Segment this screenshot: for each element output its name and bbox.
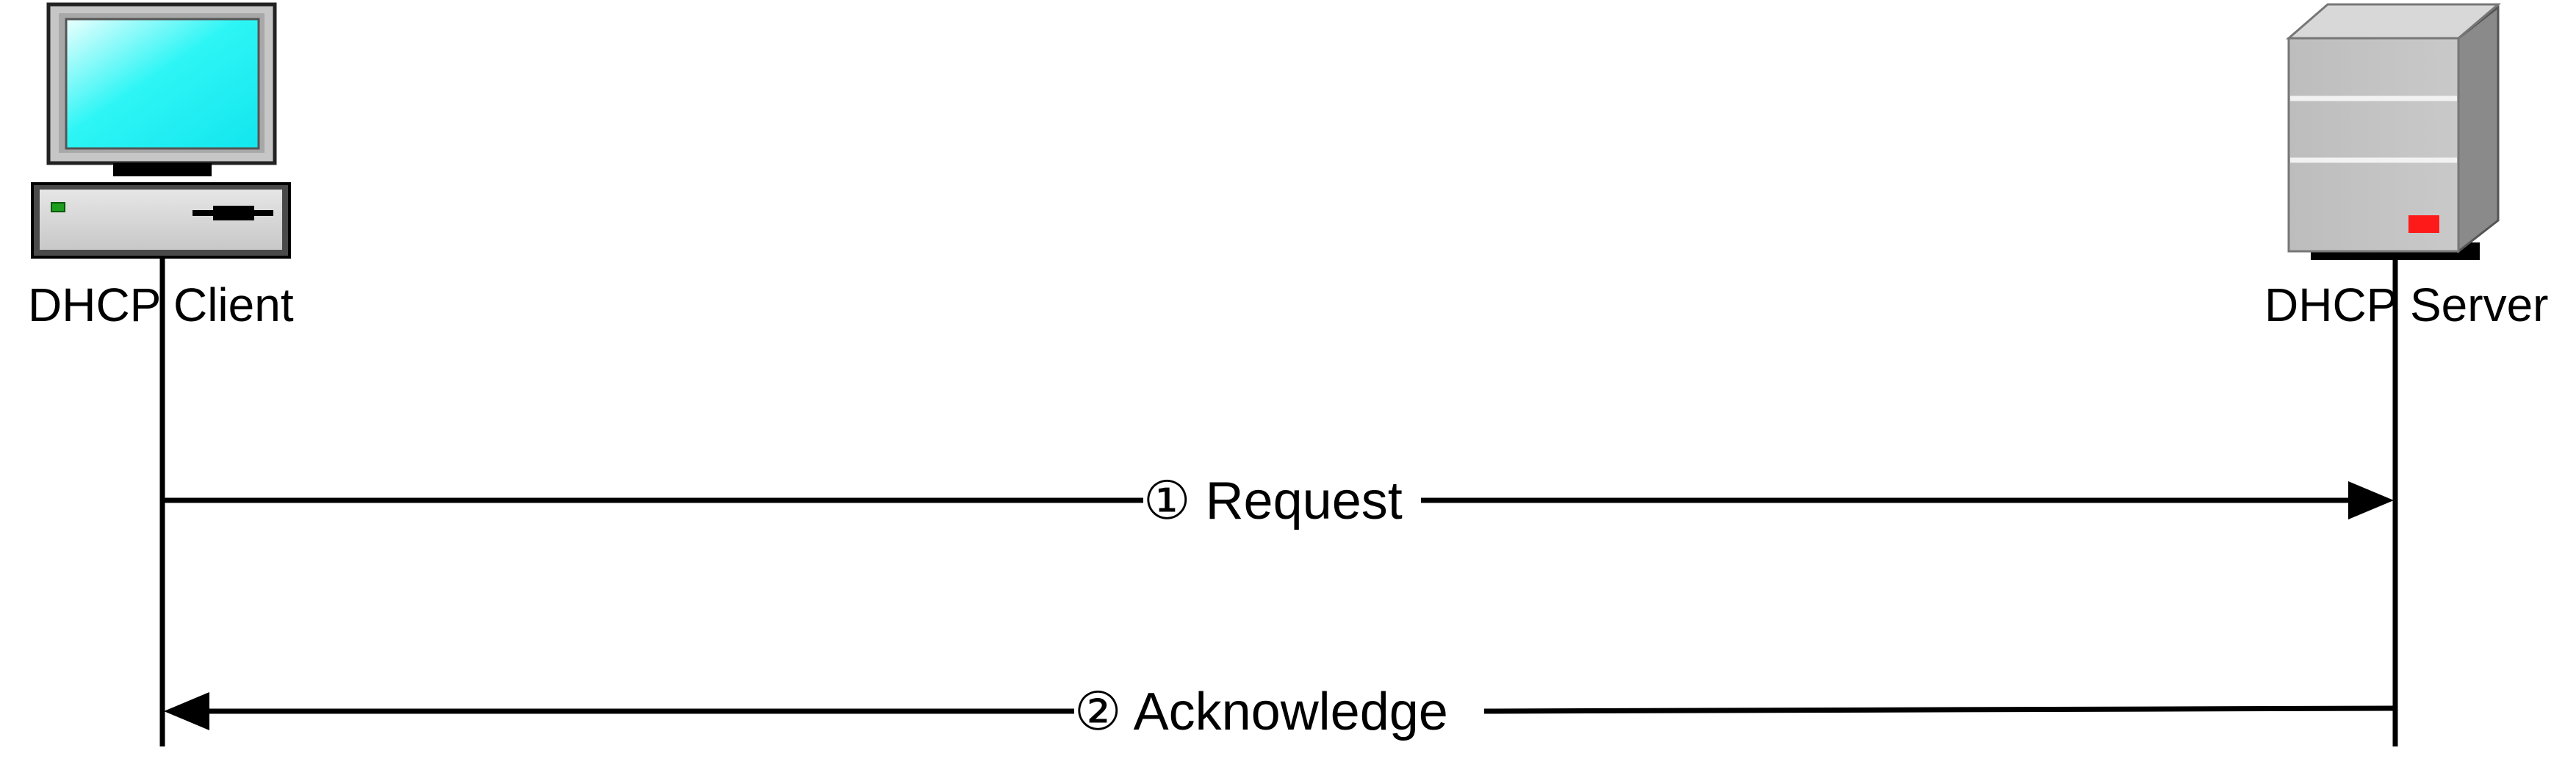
server-led [2408,215,2439,233]
server-label: DHCP Server [2264,278,2548,331]
power-led [51,202,65,212]
desktop-computer-icon [31,2,291,259]
request-label: ① Request [1143,472,1403,530]
acknowledge-arrowhead [164,692,209,730]
server-side [2457,4,2500,254]
monitor [46,2,277,176]
acknowledge-label: ② Acknowledge [1074,683,1448,741]
request-arrowhead [2348,481,2394,519]
server-tower-icon [2285,3,2502,260]
system-unit [31,182,291,259]
acknowledge-message: ② Acknowledge [164,683,2396,741]
request-message: ① Request [162,472,2394,530]
